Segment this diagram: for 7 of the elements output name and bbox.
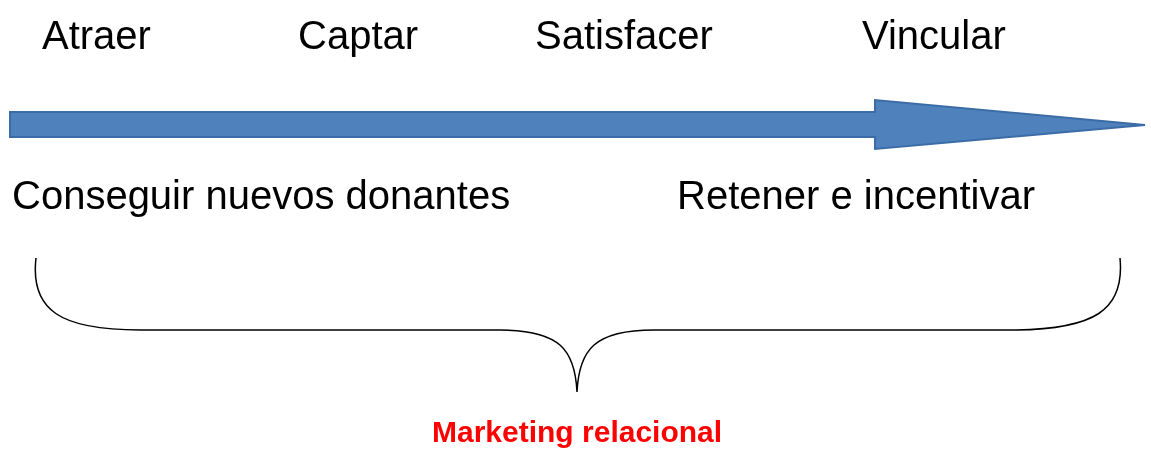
stage-label: Vincular <box>862 12 1006 58</box>
stage-label: Satisfacer <box>535 12 713 58</box>
stage-label: Captar <box>298 12 419 58</box>
phase-label: Conseguir nuevos donantes <box>12 172 511 218</box>
phase-label: Retener e incentivar <box>677 172 1035 218</box>
brace-caption: Marketing relacional <box>432 414 723 450</box>
stage-label: Atraer <box>42 12 151 58</box>
